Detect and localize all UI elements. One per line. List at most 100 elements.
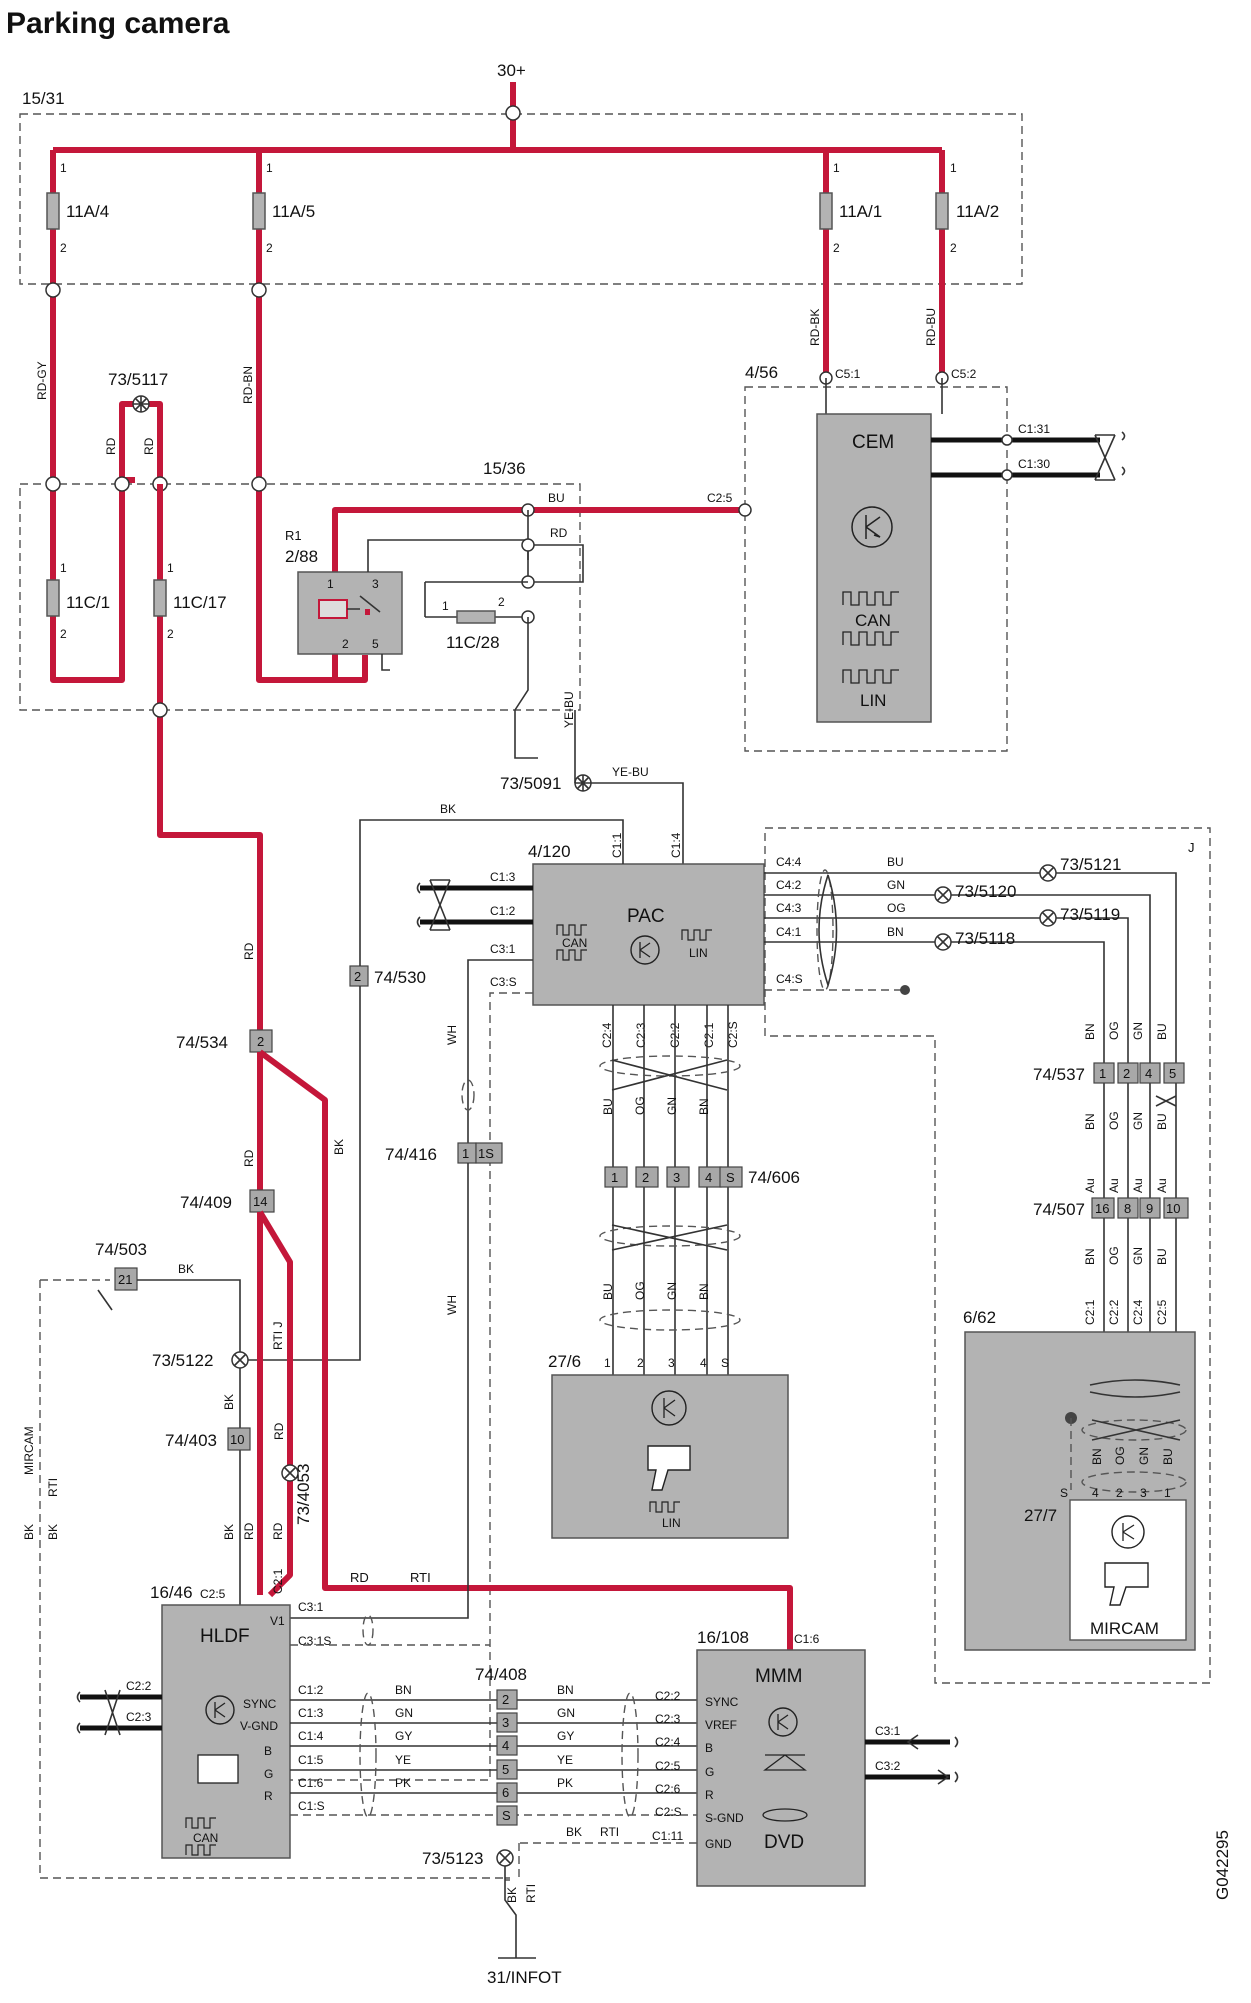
svg-text:74/503: 74/503 [95,1240,147,1259]
svg-text:LIN: LIN [662,1516,681,1530]
hldf-module: 16/46 C2:5 V1 HLDF SYNC V-GND B G R CAN [150,1583,291,1859]
can-pulse-icon [842,591,899,606]
svg-text:3: 3 [668,1356,675,1370]
svg-text:C1:2: C1:2 [298,1683,324,1697]
svg-text:LIN: LIN [689,946,708,960]
fuse-box-zone [19,113,1023,285]
lin-pulse-icon [842,669,899,684]
connector-74-409: 14 74/409 [180,1189,275,1213]
svg-text:C2:3: C2:3 [126,1710,152,1724]
svg-text:S: S [721,1356,729,1370]
svg-text:RD: RD [550,526,568,540]
svg-text:C4:S: C4:S [776,972,803,986]
relay-box-zone [19,483,581,711]
svg-text:PAC: PAC [627,906,665,927]
svg-text:BK: BK [222,1394,236,1410]
svg-text:3: 3 [502,1715,509,1730]
fuse-11a2: 11A/2 1 2 [935,150,999,378]
transistor-icon [768,1707,798,1737]
svg-text:10: 10 [1166,1201,1180,1216]
svg-text:73/5122: 73/5122 [152,1351,213,1370]
svg-text:74/530: 74/530 [374,968,426,987]
svg-text:73/5123: 73/5123 [422,1849,483,1868]
svg-text:C1:S: C1:S [298,1799,325,1813]
svg-text:BN: BN [1083,1113,1097,1130]
mmm-pin-c32: C3:2 [875,1759,901,1773]
svg-text:GN: GN [395,1706,413,1720]
svg-text:4: 4 [700,1356,707,1370]
connector-74-507: 16 8 9 10 74/507 [1033,1197,1189,1219]
svg-text:BU: BU [601,1283,615,1300]
svg-text:C2:S: C2:S [726,1021,740,1048]
svg-text:MIRCAM: MIRCAM [1090,1619,1159,1638]
splice-73-4053: 73/4053 [281,1464,313,1525]
svg-text:73/5119: 73/5119 [1060,905,1120,924]
svg-text:74/403: 74/403 [165,1431,217,1450]
svg-text:73/4053: 73/4053 [294,1464,313,1525]
left-dashed-return [39,1279,510,1879]
fuse-11a4: 11A/4 1 2 [46,150,109,290]
svg-text:V1: V1 [270,1614,285,1628]
svg-text:2: 2 [833,241,840,255]
svg-text:RD: RD [242,942,256,960]
svg-text:BU: BU [1155,1113,1169,1130]
svg-text:RD: RD [104,437,118,455]
pac-bottom-pins: C2:4 C2:3 C2:2 C2:1 C2:S BU OG GN BN BU … [599,1005,741,1375]
svg-text:BK: BK [332,1139,346,1155]
svg-text:C2:4: C2:4 [655,1735,681,1749]
chip-icon [197,1754,239,1784]
svg-text:1: 1 [60,161,67,175]
diode-icon [763,1754,807,1771]
svg-text:C2:1: C2:1 [702,1022,716,1048]
svg-text:BU: BU [548,491,565,505]
svg-text:74/537: 74/537 [1033,1065,1085,1084]
svg-text:RD: RD [350,1570,369,1585]
svg-text:GN: GN [665,1097,679,1115]
svg-text:C2:4: C2:4 [600,1022,614,1048]
svg-text:1: 1 [604,1356,611,1370]
svg-text:6/62: 6/62 [963,1308,996,1327]
svg-text:C2:3: C2:3 [634,1022,648,1048]
svg-text:2: 2 [60,627,67,641]
svg-text:CAN: CAN [855,611,891,630]
svg-text:73/5117: 73/5117 [108,370,168,389]
wire-label-rd-bu: RD-BU [924,308,938,346]
svg-text:3: 3 [372,577,379,591]
svg-text:C2:2: C2:2 [126,1679,152,1693]
svg-text:14: 14 [253,1194,267,1209]
svg-text:9: 9 [1146,1201,1153,1216]
wire-ye-bu [514,617,538,759]
svg-text:16/46: 16/46 [150,1583,193,1602]
svg-text:21: 21 [118,1272,132,1287]
transistor-icon [651,1390,687,1426]
svg-text:16/108: 16/108 [697,1628,749,1647]
fuse-11c28 [456,610,496,624]
svg-text:BU: BU [1161,1448,1175,1465]
cem-pin-c51: C5:1 [835,367,861,381]
svg-text:YE: YE [395,1753,411,1767]
wire-rd-mmm [257,1049,793,1650]
svg-text:74/606: 74/606 [748,1168,800,1187]
svg-text:BN: BN [697,1283,711,1300]
svg-text:YE-BU: YE-BU [562,691,576,728]
svg-text:C4:1: C4:1 [776,925,802,939]
svg-text:1: 1 [1164,1486,1171,1500]
transistor-icon [205,1695,235,1725]
svg-text:GN: GN [887,878,905,892]
svg-text:74/416: 74/416 [385,1145,437,1164]
svg-text:BN: BN [557,1683,574,1697]
svg-text:GN: GN [557,1706,575,1720]
svg-text:C2:6: C2:6 [655,1782,681,1796]
svg-text:WH: WH [445,1295,459,1315]
svg-text:2: 2 [502,1692,509,1707]
ground-label: 31/INFOT [487,1968,562,1987]
svg-text:CAN: CAN [193,1831,218,1845]
fuse-11c1 [46,579,60,617]
svg-text:C2:S: C2:S [655,1805,682,1819]
svg-text:4: 4 [1145,1066,1152,1081]
svg-text:BK: BK [46,1524,60,1540]
svg-text:V-GND: V-GND [240,1719,278,1733]
svg-text:GND: GND [705,1837,732,1851]
svg-text:BK: BK [566,1825,582,1839]
wire-bk-pac [359,819,624,935]
